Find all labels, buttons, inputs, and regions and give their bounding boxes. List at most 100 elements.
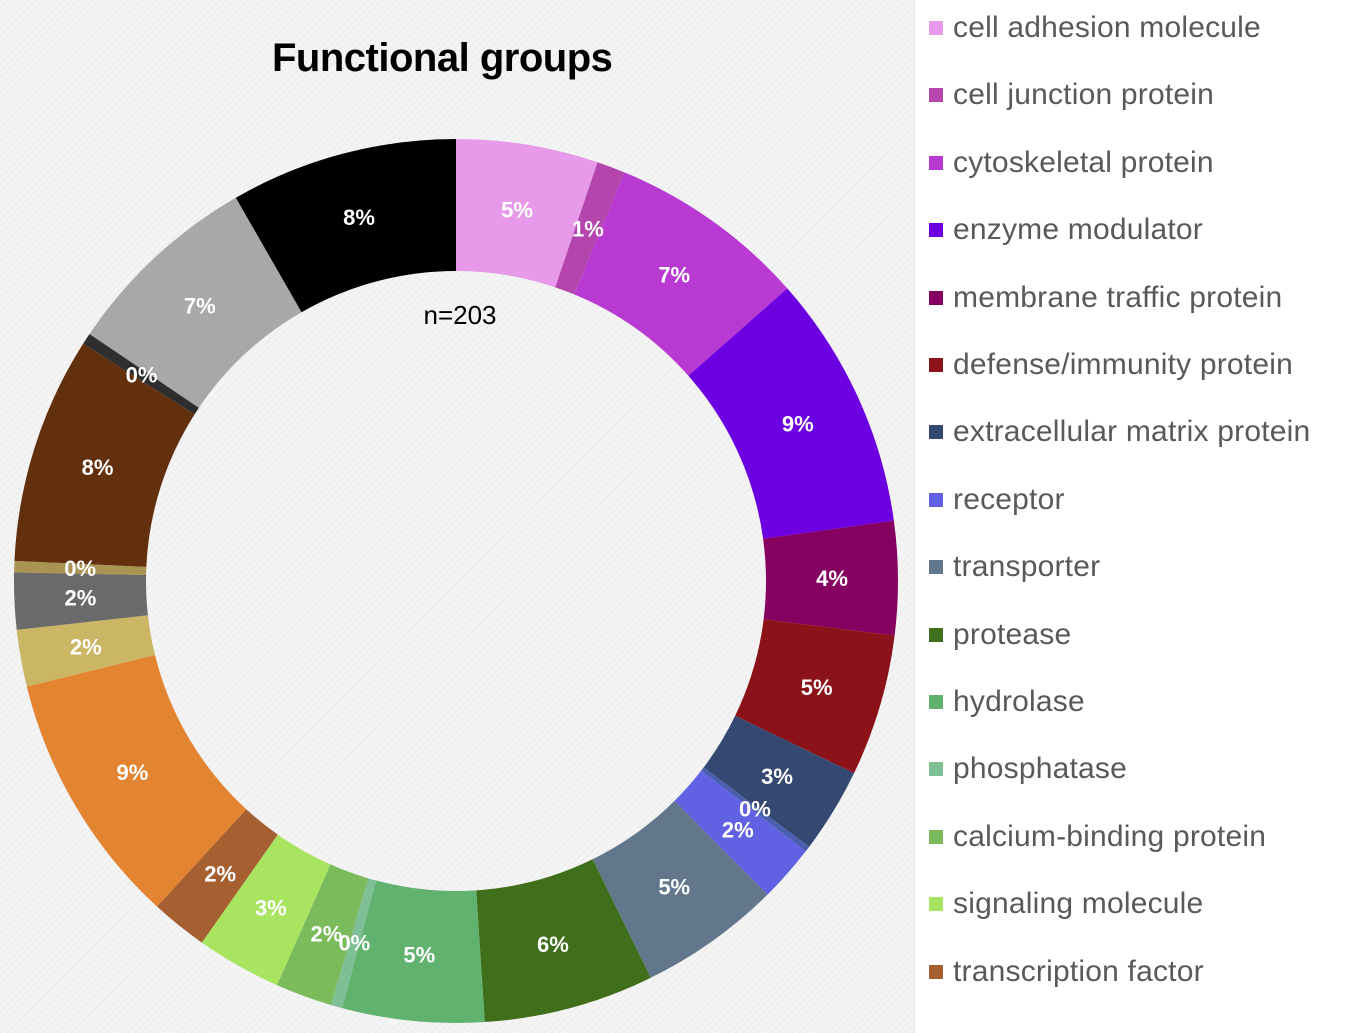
slice-14	[201, 834, 331, 986]
slice-22	[89, 197, 302, 408]
legend-item: calcium-binding protein	[929, 817, 1266, 857]
slice-label-10: 6%	[537, 932, 569, 957]
slice-13	[276, 864, 369, 1005]
legend-label: membrane traffic protein	[953, 280, 1283, 314]
legend-swatch	[929, 695, 943, 709]
legend-swatch	[929, 155, 943, 170]
legend-label: defense/immunity protein	[953, 348, 1293, 381]
slice-6	[703, 715, 855, 847]
slice-label-9: 5%	[658, 875, 690, 900]
legend-label: cell junction protein	[953, 78, 1215, 112]
legend-label: protease	[953, 617, 1072, 651]
legend-item: cytoskeletal protein	[929, 143, 1214, 183]
legend-item: extracellular matrix protein	[929, 412, 1310, 452]
slice-8	[674, 770, 806, 895]
legend-swatch	[929, 290, 943, 305]
legend-swatch	[929, 21, 943, 35]
legend-swatch	[929, 425, 943, 440]
slice-11	[342, 880, 485, 1023]
slice-4	[763, 520, 898, 636]
slice-2	[574, 172, 788, 376]
slice-10	[476, 859, 651, 1023]
slice-17	[16, 615, 155, 687]
legend-swatch	[929, 762, 943, 777]
legend-item: defense/immunity protein	[929, 345, 1293, 385]
slice-label-5: 5%	[801, 675, 833, 700]
slice-20	[14, 343, 195, 567]
slice-16	[26, 655, 247, 907]
slice-18	[14, 572, 148, 630]
slice-9	[592, 800, 768, 978]
slice-21	[83, 333, 199, 415]
legend-label: enzyme modulator	[953, 213, 1203, 247]
legend-swatch	[929, 560, 943, 575]
legend-swatch	[929, 358, 943, 372]
slice-5	[735, 619, 895, 774]
legend-label: cell adhesion molecule	[953, 11, 1261, 44]
legend-label: phosphatase	[953, 752, 1128, 786]
legend-label: signaling molecule	[953, 887, 1204, 921]
slice-labels: 5%1%7%9%4%5%3%0%2%5%6%5%0%2%3%2%9%2%2%0%…	[64, 197, 848, 967]
slice-label-22: 7%	[184, 293, 216, 318]
slice-label-23: 8%	[343, 205, 375, 230]
slice-label-3: 9%	[782, 412, 814, 437]
legend-swatch	[929, 964, 943, 979]
slice-label-0: 5%	[501, 197, 533, 222]
slice-label-13: 2%	[310, 921, 342, 946]
slice-12	[330, 878, 377, 1009]
slice-label-8: 2%	[722, 817, 754, 842]
legend-item: membrane traffic protein	[929, 278, 1282, 318]
slice-label-17: 2%	[70, 634, 102, 659]
slice-label-16: 9%	[117, 760, 149, 785]
legend-label: hydrolase	[953, 685, 1085, 718]
slice-19	[14, 560, 147, 575]
legend-label: extracellular matrix protein	[953, 415, 1311, 449]
legend-swatch	[929, 492, 943, 507]
plot-area: 5%1%7%9%4%5%3%0%2%5%6%5%0%2%3%2%9%2%2%0%…	[0, 0, 915, 1033]
legend-label: transporter	[953, 550, 1101, 584]
legend-label: transcription factor	[953, 954, 1204, 988]
donut-chart: 5%1%7%9%4%5%3%0%2%5%6%5%0%2%3%2%9%2%2%0%…	[14, 139, 898, 1023]
legend-item: signaling molecule	[929, 884, 1203, 924]
slice-label-18: 2%	[64, 586, 96, 611]
legend-swatch	[929, 627, 943, 642]
slice-label-19: 0%	[64, 556, 96, 581]
legend-item: transcription factor	[929, 952, 1204, 992]
chart-title: Functional groups	[272, 36, 613, 80]
legend-label: calcium-binding protein	[953, 819, 1267, 853]
slice-label-4: 4%	[816, 566, 848, 591]
donut-slices	[14, 139, 898, 1023]
legend-label: receptor	[953, 482, 1065, 516]
slice-label-14: 3%	[255, 896, 287, 921]
legend-item: transporter	[929, 547, 1100, 587]
slice-label-1: 1%	[572, 216, 604, 241]
slice-23	[235, 139, 456, 313]
slice-label-20: 8%	[82, 455, 114, 480]
slice-label-11: 5%	[403, 943, 435, 968]
slice-label-15: 2%	[204, 861, 236, 886]
slice-1	[555, 162, 625, 295]
legend-item: cell adhesion molecule	[929, 8, 1261, 48]
slice-0	[456, 139, 598, 288]
slice-label-2: 7%	[658, 262, 690, 287]
slice-label-6: 3%	[761, 764, 793, 789]
slice-7	[701, 767, 810, 852]
legend-swatch	[929, 223, 943, 238]
legend-item: receptor	[929, 480, 1065, 520]
legend-swatch	[929, 88, 943, 103]
legend-item: protease	[929, 615, 1071, 655]
legend-item: hydrolase	[929, 682, 1085, 722]
slice-label-21: 0%	[126, 362, 158, 387]
legend-label: cytoskeletal protein	[953, 145, 1214, 179]
legend-item: enzyme modulator	[929, 210, 1203, 250]
legend-item: phosphatase	[929, 749, 1127, 789]
slice-3	[688, 288, 894, 539]
legend-item: cell junction protein	[929, 75, 1214, 115]
legend-swatch	[929, 897, 943, 912]
slice-label-7: 0%	[739, 797, 771, 822]
slice-15	[156, 809, 278, 943]
legend: cell adhesion molecule cell junction prot…	[915, 0, 1355, 1033]
legend-swatch	[929, 829, 943, 844]
slice-label-12: 0%	[338, 930, 370, 955]
center-label: n=203	[423, 300, 497, 330]
